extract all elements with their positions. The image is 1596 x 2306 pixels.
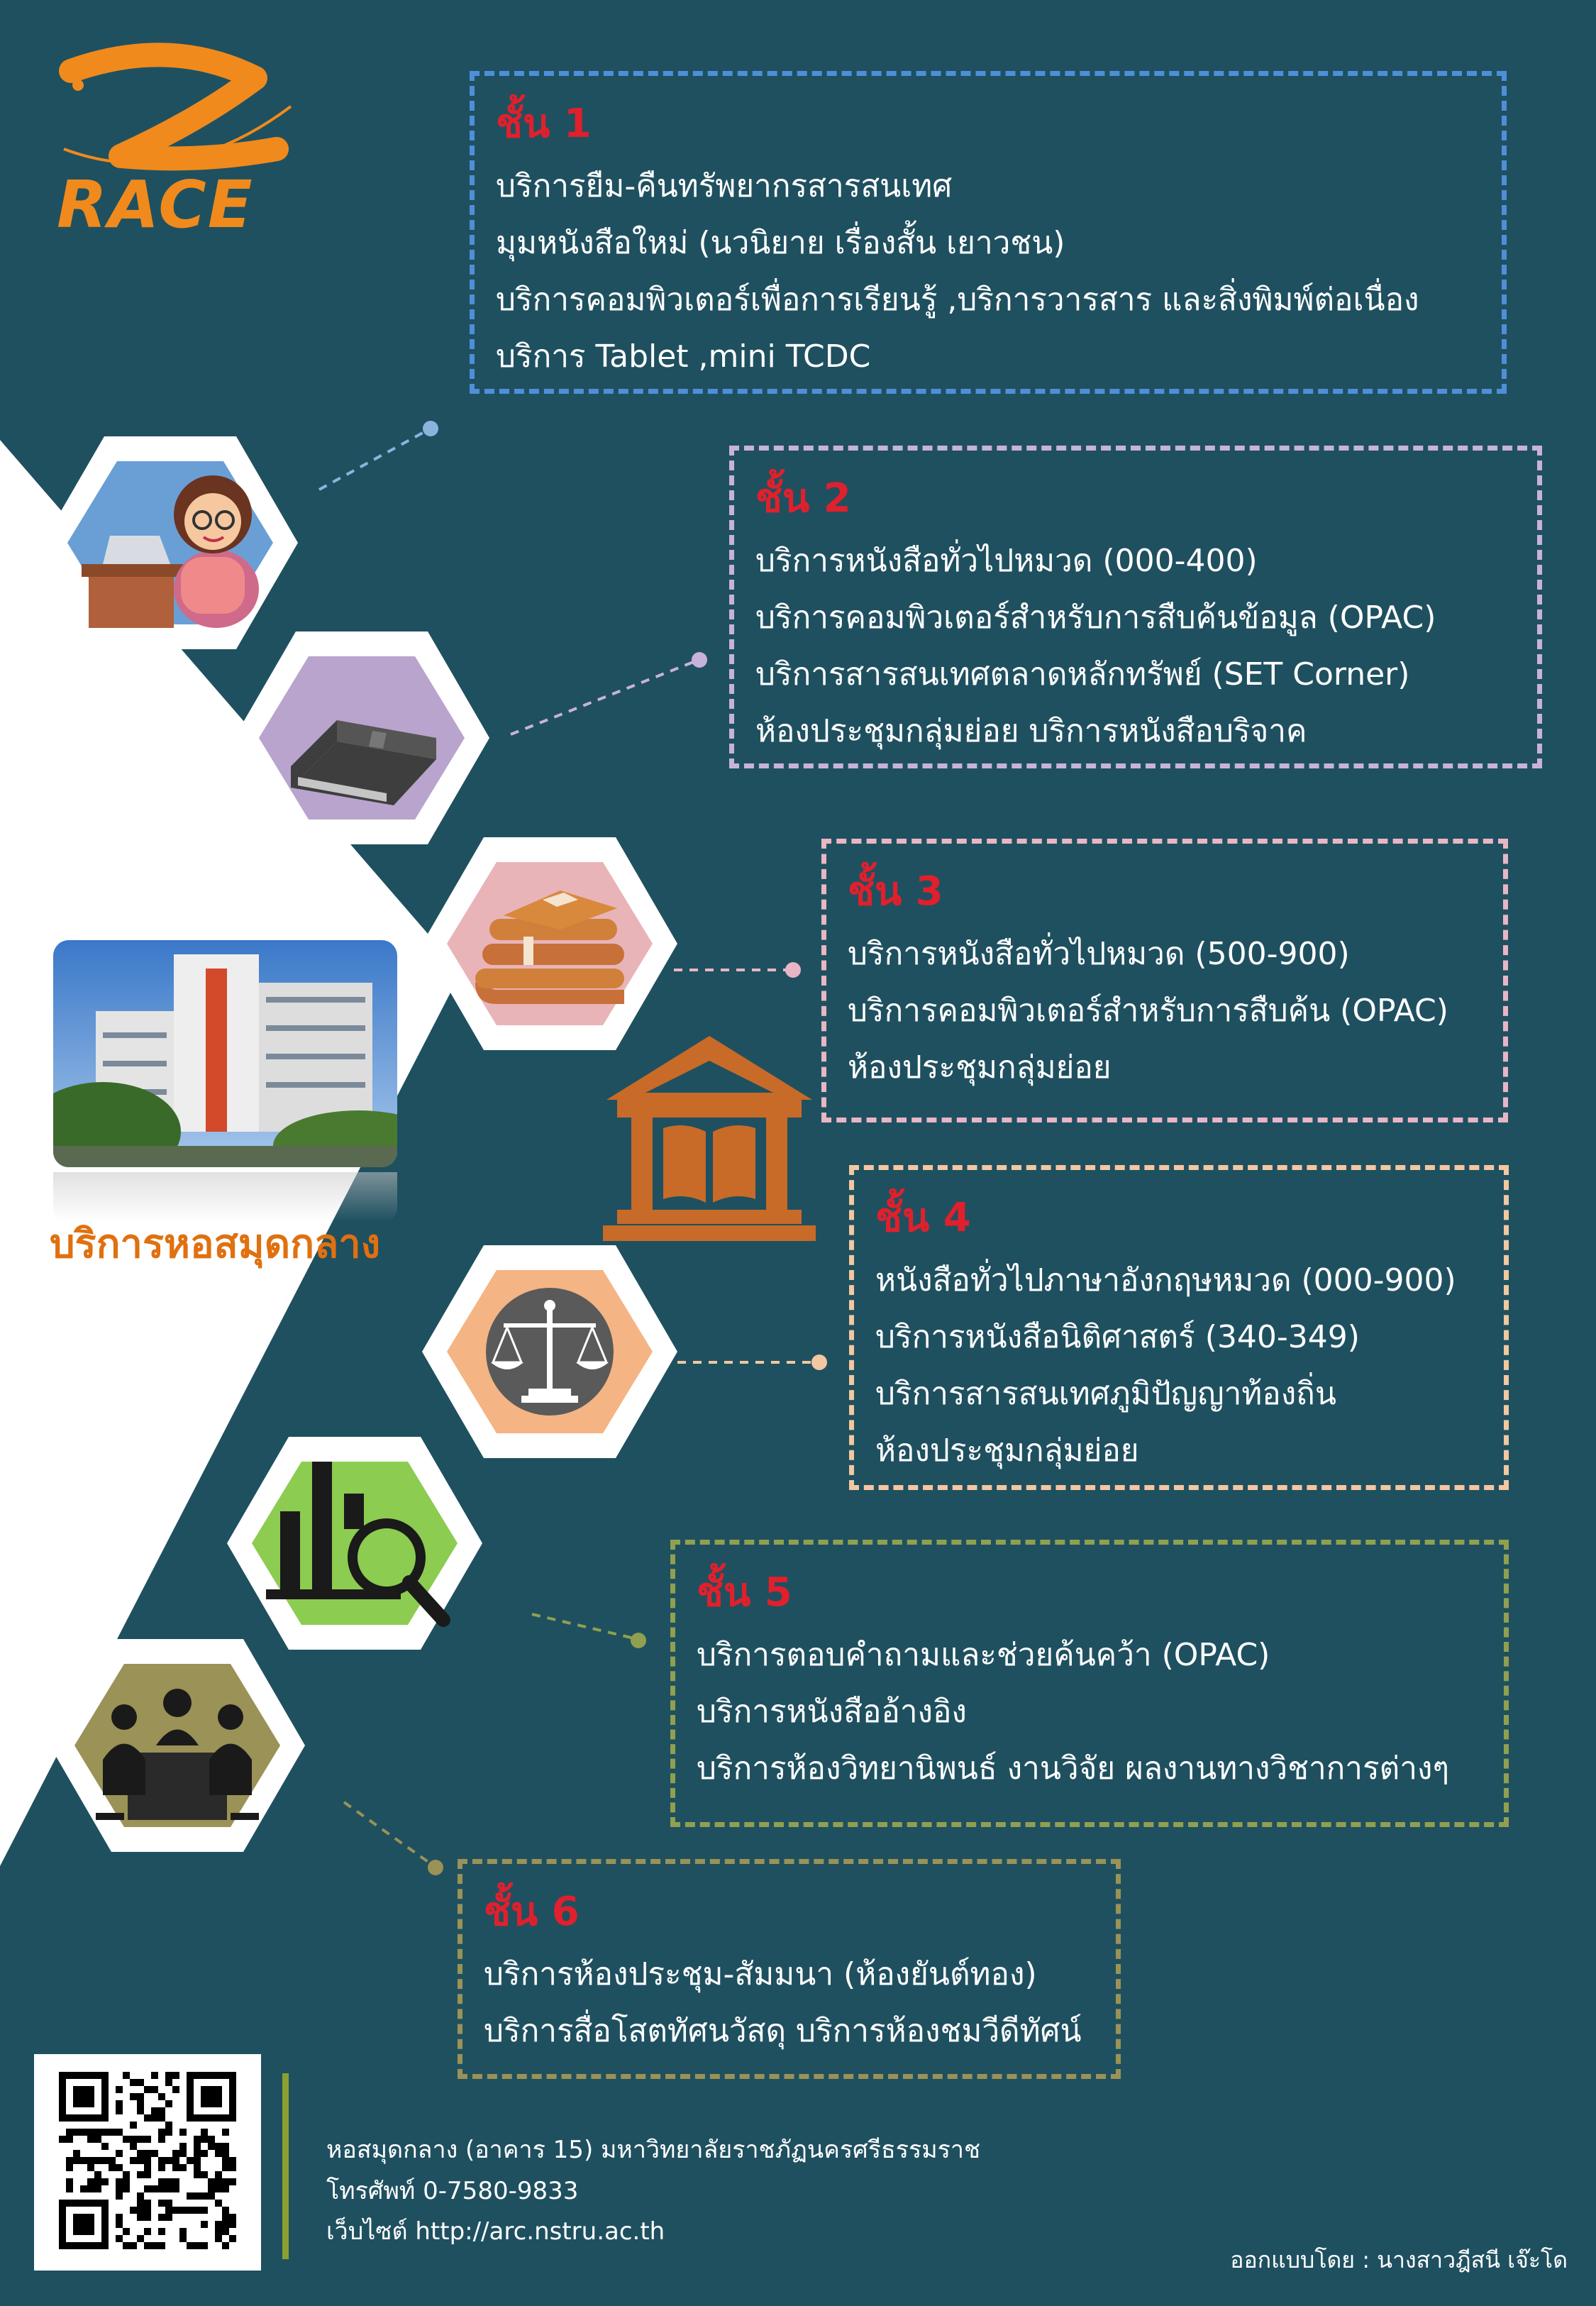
floor-line: บริการยืม-คืนทรัพยากรสารสนเทศ — [496, 168, 953, 204]
floor-line: ห้องประชุมกลุ่มย่อย — [848, 1049, 1112, 1086]
photo-reflection — [53, 1172, 397, 1222]
connector-floor-1 — [318, 428, 430, 491]
meeting-icon — [96, 1689, 259, 1820]
floor-title: ชั้น 2 — [755, 475, 851, 522]
librarian-icon — [82, 475, 259, 628]
hex-floor-2 — [231, 624, 493, 851]
connector-floor-2 — [510, 658, 699, 736]
scales-of-justice-icon — [486, 1288, 614, 1416]
hex-floor-1 — [39, 429, 301, 656]
floor-line: บริการหนังสือทั่วไปหมวด (500-900) — [848, 936, 1350, 972]
connector-dot-5 — [631, 1633, 646, 1648]
race-logo-text: RACE — [57, 167, 254, 243]
book-stack-icon — [475, 890, 624, 1004]
floor-title: ชั้น 3 — [848, 868, 943, 915]
floor-line: บริการสารสนเทศภูมิปัญญาท้องถิ่น — [875, 1376, 1336, 1412]
floor-title: ชั้น 4 — [875, 1195, 971, 1241]
qr-code[interactable] — [34, 2054, 261, 2271]
floor-line: บริการหนังสืออ้างอิง — [697, 1694, 967, 1730]
floor-line: บริการหนังสือนิติศาสตร์ (340-349) — [875, 1319, 1360, 1355]
floor-line: มุมหนังสือใหม่ (นวนิยาย เรื่องสั้น เยาวช… — [496, 225, 1065, 261]
connector-floor-5 — [531, 1613, 638, 1640]
library-building-icon — [603, 1036, 816, 1241]
floor-6-box: ชั้น 6 บริการห้องประชุม-สัมมนา (ห้องยันต… — [458, 1859, 1121, 2079]
connector-dot-3 — [785, 962, 801, 978]
connector-dot-2 — [692, 652, 707, 668]
connector-dot-6 — [428, 1860, 443, 1875]
hex-floor-6 — [46, 1632, 309, 1859]
floor-line: บริการหนังสือทั่วไปหมวด (000-400) — [755, 543, 1258, 579]
center-title: บริการหอสมุดกลาง — [50, 1221, 381, 1267]
floor-4-box: ชั้น 4 หนังสือทั่วไปภาษาอังกฤษหมวด (000-… — [849, 1165, 1509, 1490]
footer-website[interactable]: เว็บไซต์ http://arc.nstru.ac.th — [326, 2217, 665, 2246]
library-building-photo — [53, 940, 397, 1167]
floor-line: บริการสื่อโสตทัศนวัสดุ บริการห้องชมวีดีท… — [484, 2013, 1082, 2049]
floor-line: บริการ Tablet ,mini TCDC — [496, 338, 871, 375]
floor-5-box: ชั้น 5 บริการตอบคำถามและช่วยค้นคว้า (OPA… — [670, 1540, 1509, 1827]
designer-credit: ออกแบบโดย : นางสาวฎีสนี เจ๊ะโด — [1230, 2246, 1568, 2273]
floor-title: ชั้น 6 — [484, 1889, 580, 1935]
race-swoosh-logo — [59, 43, 292, 171]
floor-line: ห้องประชุมกลุ่มย่อย — [875, 1433, 1139, 1469]
floor-1-box: ชั้น 1 บริการยืม-คืนทรัพยากรสารสนเทศ มุม… — [470, 71, 1507, 394]
floor-title: ชั้น 1 — [496, 101, 592, 147]
floor-line: บริการคอมพิวเตอร์เพื่อการเรียนรู้ ,บริกา… — [496, 282, 1419, 318]
footer-phone: โทรศัพท์ 0-7580-9833 — [326, 2177, 579, 2205]
floor-title: ชั้น 5 — [697, 1569, 792, 1616]
hex-floor-5 — [223, 1430, 486, 1657]
footer-divider — [282, 2073, 289, 2259]
floor-line: ห้องประชุมกลุ่มย่อย บริการหนังสือบริจาค — [755, 713, 1307, 749]
hex-floor-3 — [419, 830, 681, 1057]
hex-floor-4 — [419, 1238, 681, 1465]
floor-line: บริการตอบคำถามและช่วยค้นคว้า (OPAC) — [697, 1637, 1270, 1673]
floor-line: บริการคอมพิวเตอร์สำหรับการสืบค้นข้อมูล (… — [755, 600, 1436, 636]
footer-address: หอสมุดกลาง (อาคาร 15) มหาวิทยาลัยราชภัฏน… — [326, 2136, 981, 2164]
floor-line: บริการห้องวิทยานิพนธ์ งานวิจัย ผลงานทางว… — [697, 1750, 1450, 1787]
connector-floor-6 — [343, 1801, 436, 1868]
connector-dot-1 — [423, 421, 438, 436]
floor-line: บริการสารสนเทศตลาดหลักทรัพย์ (SET Corner… — [755, 656, 1410, 693]
book-icon — [291, 720, 436, 805]
connector-dot-4 — [811, 1355, 827, 1370]
floor-line: หนังสือทั่วไปภาษาอังกฤษหมวด (000-900) — [875, 1262, 1456, 1298]
research-chart-icon — [266, 1462, 450, 1627]
race-logo: RACE — [43, 43, 312, 243]
floor-3-box: ชั้น 3 บริการหนังสือทั่วไปหมวด (500-900)… — [821, 839, 1508, 1122]
floor-2-box: ชั้น 2 บริการหนังสือทั่วไปหมวด (000-400)… — [729, 446, 1542, 768]
floor-line: บริการคอมพิวเตอร์สำหรับการสืบค้น (OPAC) — [848, 993, 1448, 1029]
floor-line: บริการห้องประชุม-สัมมนา (ห้องยันต์ทอง) — [484, 1956, 1037, 1992]
